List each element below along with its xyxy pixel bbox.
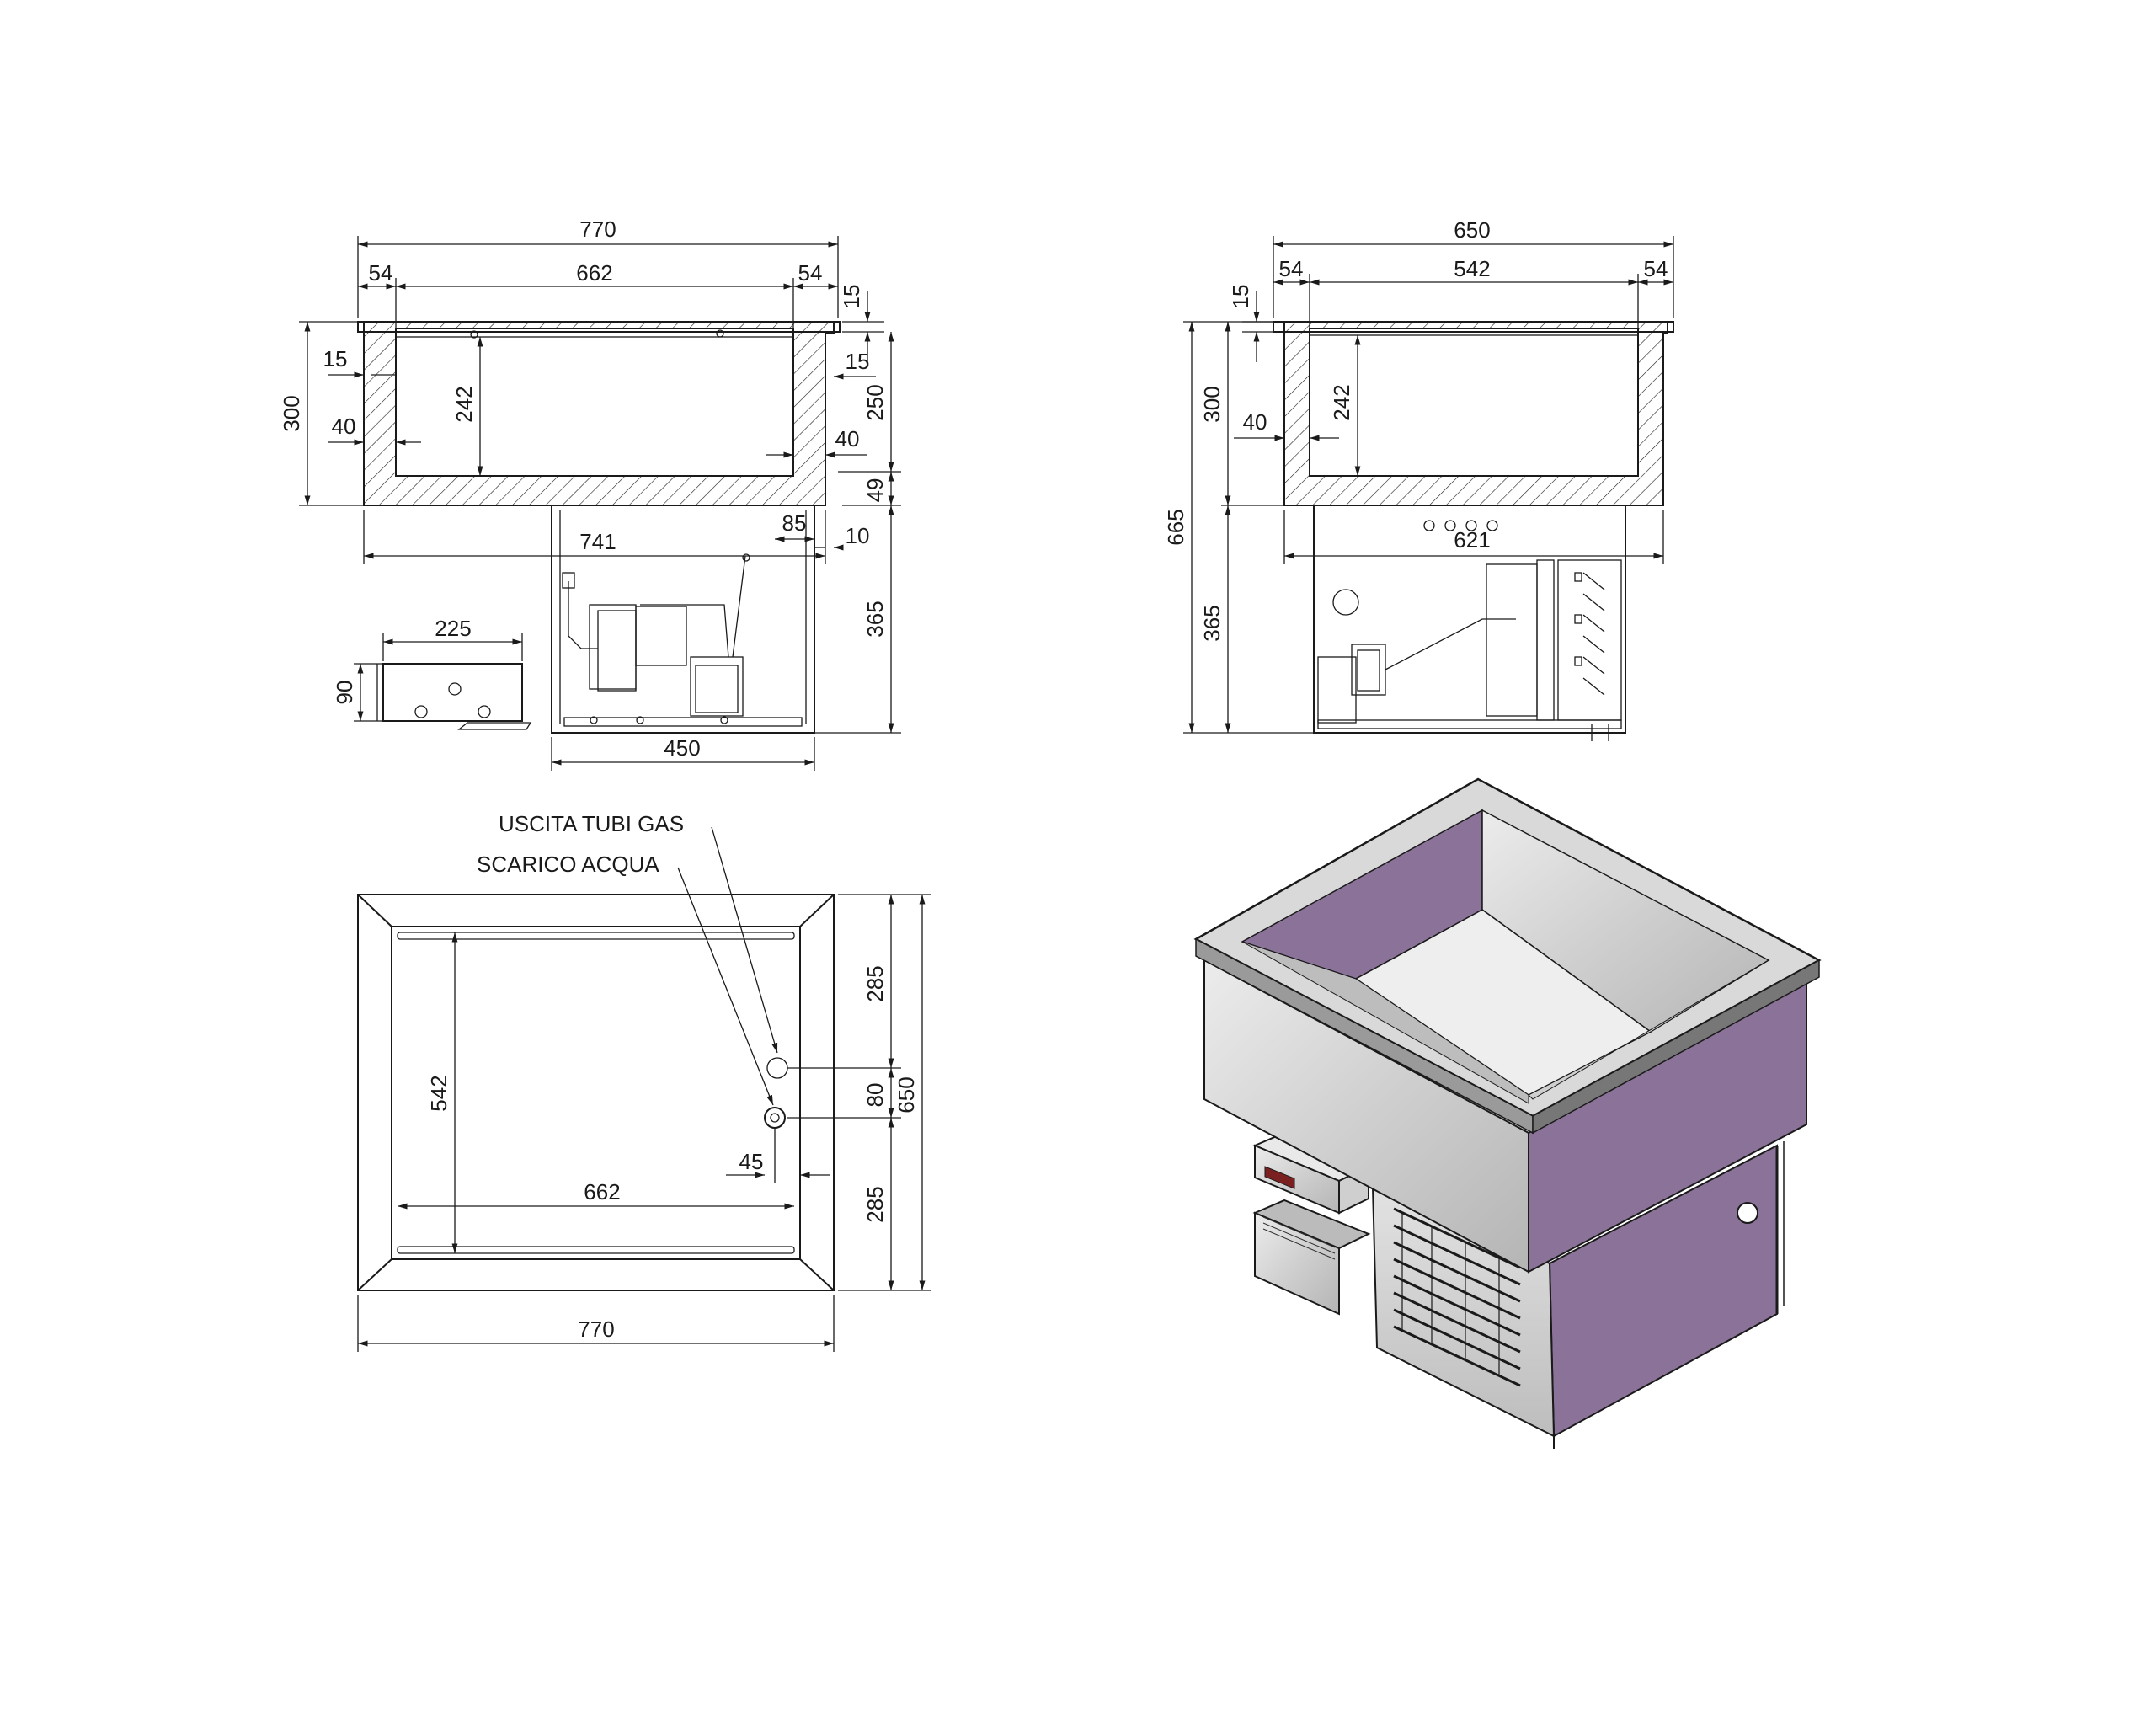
side-dim-unit-height: 365 xyxy=(1199,605,1225,641)
front-dim-unit-height: 365 xyxy=(862,601,888,637)
plan-dim-seg-mid: 80 xyxy=(862,1083,888,1108)
front-dim-offset-85: 85 xyxy=(782,510,807,536)
front-view: 770 54 662 54 15 300 15 40 242 xyxy=(279,216,901,771)
plan-dim-inner-depth: 542 xyxy=(426,1075,451,1111)
front-inner-rim xyxy=(395,328,794,338)
front-dim-inner-depth: 242 xyxy=(451,386,477,422)
side-dim-top-thickness: 15 xyxy=(1228,285,1253,309)
plan-dim-inner-width: 662 xyxy=(584,1179,620,1204)
side-dim-bottom-width: 621 xyxy=(1454,527,1490,553)
plan-dim-overall-width: 770 xyxy=(578,1316,614,1342)
front-dim-inner-width: 662 xyxy=(576,260,612,286)
plan-dim-overall-depth: 650 xyxy=(894,1076,919,1113)
side-dim-tub-height: 300 xyxy=(1199,386,1225,422)
front-dim-side-height: 250 xyxy=(862,384,888,420)
front-refrigeration-unit xyxy=(551,505,815,734)
side-condenser-fins xyxy=(1582,572,1605,696)
gas-pipe-outlet xyxy=(766,1057,788,1079)
front-dim-overall-height: 300 xyxy=(279,395,304,431)
control-box-front xyxy=(376,663,532,730)
water-drain-hole xyxy=(764,1107,786,1129)
side-dim-inner-depth: 242 xyxy=(1329,384,1354,420)
side-dim-inner-width: 542 xyxy=(1454,256,1490,281)
plan-dim-seg-top: 285 xyxy=(862,965,888,1001)
front-dim-flange-left: 54 xyxy=(369,260,393,286)
front-dim-top-thickness: 15 xyxy=(839,285,864,309)
side-dim-total-height: 665 xyxy=(1163,509,1188,545)
front-dim-wall-right-top: 15 xyxy=(846,349,870,374)
front-dim-unit-width: 450 xyxy=(664,735,700,761)
plan-view: USCITA TUBI GAS SCARICO ACQUA 542 662 45… xyxy=(357,811,931,1352)
plan-dim-drain-offset: 45 xyxy=(739,1149,764,1174)
side-dim-overall-width: 650 xyxy=(1454,217,1490,243)
front-dim-wall-offset: 15 xyxy=(323,346,348,371)
side-dim-wall: 40 xyxy=(1243,409,1267,435)
front-dim-base-thickness: 49 xyxy=(862,478,888,503)
side-refrigeration-unit xyxy=(1313,505,1626,741)
plan-outer-frame xyxy=(357,894,835,1291)
side-view: 650 54 542 54 15 665 300 365 40 xyxy=(1163,217,1674,741)
control-box-dim-width: 225 xyxy=(435,616,471,641)
plan-dim-seg-bottom: 285 xyxy=(862,1186,888,1222)
side-dim-flange-right: 54 xyxy=(1644,256,1668,281)
front-dim-overall-width: 770 xyxy=(579,216,616,242)
label-water-drain: SCARICO ACQUA xyxy=(477,852,659,877)
label-gas-outlet: USCITA TUBI GAS xyxy=(499,811,684,836)
front-dim-bottom-width: 741 xyxy=(579,529,616,554)
plan-inner-tub xyxy=(391,926,801,1260)
front-dim-offset-10: 10 xyxy=(846,523,870,548)
side-dim-flange-left: 54 xyxy=(1279,256,1304,281)
front-tub-section xyxy=(363,321,835,506)
front-top-flange xyxy=(357,321,841,333)
isometric-render xyxy=(1193,777,1822,1449)
front-dim-flange-right: 54 xyxy=(798,260,823,286)
control-box-dim-height: 90 xyxy=(332,681,357,705)
front-dim-wall-left: 40 xyxy=(332,414,356,439)
iso-side-port xyxy=(1737,1202,1758,1224)
front-dim-wall-right: 40 xyxy=(835,426,860,451)
